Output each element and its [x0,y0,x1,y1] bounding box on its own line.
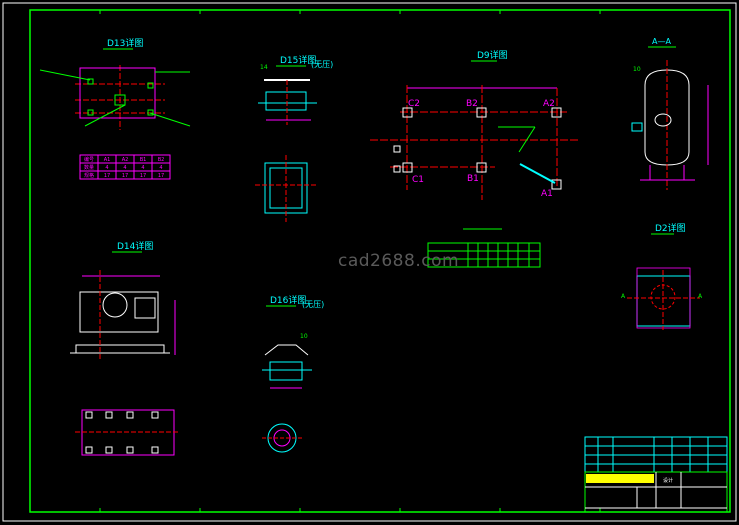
drawing-label: 4 [123,165,126,171]
d15-title: D15详图 [280,54,316,66]
d15-detail: D15详图 (无压) 14 [255,54,333,222]
inner-frame [29,9,731,513]
drawing-label: 4 [141,165,144,171]
drawing-label: B1 [467,174,479,184]
drawing-label: 17 [104,173,110,179]
d14-title: D14详图 [117,240,153,252]
d2-title: D2详图 [655,222,686,234]
drawing-label: (无压) [302,300,324,309]
drawing-label: 10 [633,66,641,73]
d16-title: D16详图 [270,294,306,306]
drawing-label: 17 [122,173,128,179]
d13-detail: D13详图 编号 A1 A2 B1 B2 数量 4 4 4 4 规格 17 17 17 17 [39,37,191,180]
nozzle-table [427,228,541,268]
drawing-label: A1 [104,157,111,163]
d14-detail: D14详图 [70,240,180,456]
drawing-label: 14 [260,64,268,71]
drawing-label: 10 [300,333,308,340]
drawing-label: A1 [541,189,553,199]
d13-title: D13详图 [107,37,143,49]
drawing-label: 17 [140,173,146,179]
drawing-label: 4 [105,165,108,171]
d9-title: D9详图 [477,49,508,61]
d2-detail: D2详图 A A [621,222,703,330]
drawing-label: A [698,293,703,300]
drawing-label: 17 [158,173,164,179]
drawing-label: A [621,293,626,300]
drawing-label: 规格 [84,172,94,179]
drawing-label: A—A [652,37,671,46]
drawing-label: B2 [158,157,165,163]
drawing-label: (无压) [311,60,333,69]
frame-ticks [99,10,601,512]
drawing-label: 编号 [84,156,94,163]
drawing-label: C1 [412,175,424,185]
drawing-label: 设计 [663,477,673,484]
watermark: cad2688.com [338,251,460,271]
drawing-label: C2 [408,99,420,109]
drawing-label: 4 [159,165,162,171]
drawing-label: B2 [466,99,478,109]
drawing-label: A2 [543,99,555,109]
drawing-label: 数量 [84,164,94,171]
section-aa: A—A 10 [631,37,709,190]
drawing-label: A2 [122,157,129,163]
drawing-label: B1 [140,157,147,163]
d16-detail: D16详图 (无压) 10 [262,294,324,453]
title-block: 设计 [584,436,728,513]
d13-table: 编号 A1 A2 B1 B2 数量 4 4 4 4 规格 17 17 17 17 [79,154,171,180]
